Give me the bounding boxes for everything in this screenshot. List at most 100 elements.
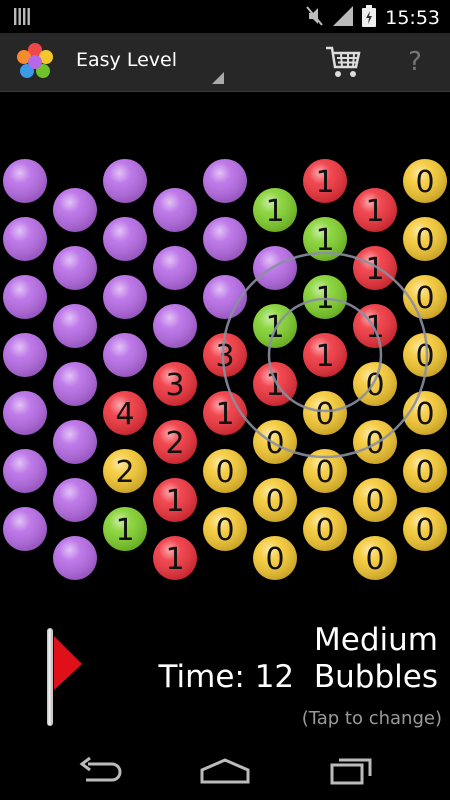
bubble[interactable]: 3 (203, 333, 247, 377)
bubble[interactable]: 0 (303, 391, 347, 435)
bubble-number: 1 (115, 513, 134, 548)
difficulty-label[interactable]: Medium (314, 622, 438, 658)
bubble[interactable]: 0 (303, 449, 347, 493)
flag-icon[interactable] (40, 628, 86, 732)
bubble[interactable] (53, 478, 97, 522)
bubble-shine (103, 159, 147, 203)
bubble-shine (203, 333, 247, 377)
bubble[interactable] (103, 333, 147, 377)
help-button[interactable]: ? (408, 47, 422, 77)
bubble-shine (153, 304, 197, 348)
bubble-shine (353, 246, 397, 290)
bubble[interactable]: 0 (253, 536, 297, 580)
cart-icon[interactable] (325, 45, 361, 83)
bubble[interactable]: 2 (103, 449, 147, 493)
bubble-number: 0 (315, 397, 334, 432)
bubble[interactable] (103, 217, 147, 261)
bubble-shine (53, 362, 97, 406)
bubble-shine (153, 478, 197, 522)
recent-apps-icon[interactable] (330, 756, 374, 790)
bubble[interactable] (53, 304, 97, 348)
bubble[interactable]: 1 (303, 333, 347, 377)
bubble[interactable]: 4 (103, 391, 147, 435)
bubble[interactable]: 0 (403, 275, 447, 319)
bubble[interactable] (3, 159, 47, 203)
bubble[interactable]: 0 (403, 333, 447, 377)
bubble[interactable] (203, 159, 247, 203)
bubble-number: 3 (165, 368, 184, 403)
bubble-shine (103, 449, 147, 493)
bubble[interactable] (3, 333, 47, 377)
flower-icon[interactable] (15, 42, 55, 86)
bubble[interactable]: 1 (203, 391, 247, 435)
bubble[interactable]: 0 (403, 159, 447, 203)
bubble[interactable] (203, 275, 247, 319)
bubble[interactable]: 0 (403, 217, 447, 261)
action-bar: Easy Level ? (0, 33, 450, 92)
back-icon[interactable] (78, 756, 122, 790)
bubble[interactable]: 0 (403, 391, 447, 435)
bubble[interactable]: 1 (353, 246, 397, 290)
bubble[interactable] (153, 246, 197, 290)
bubble[interactable] (3, 507, 47, 551)
bubble[interactable] (53, 188, 97, 232)
bubble-number: 3 (215, 339, 234, 374)
bubble-shine (103, 391, 147, 435)
bubble[interactable] (53, 420, 97, 464)
bubble[interactable]: 0 (303, 507, 347, 551)
bubble[interactable] (103, 275, 147, 319)
bubble[interactable]: 1 (303, 275, 347, 319)
bubble[interactable] (253, 246, 297, 290)
signal-icon (333, 6, 354, 30)
bubble[interactable]: 3 (153, 362, 197, 406)
bubble-shine (53, 246, 97, 290)
bubble-number: 0 (315, 455, 334, 490)
bubble[interactable]: 0 (253, 420, 297, 464)
bubble[interactable]: 1 (353, 188, 397, 232)
bubble[interactable]: 1 (303, 217, 347, 261)
bubble[interactable]: 1 (303, 159, 347, 203)
bubble-number: 1 (265, 194, 284, 229)
bubble-shine (403, 391, 447, 435)
bubble[interactable]: 0 (253, 478, 297, 522)
bubble-shine (253, 478, 297, 522)
bubble[interactable]: 2 (153, 420, 197, 464)
bubble-shine (3, 159, 47, 203)
bubble[interactable] (3, 449, 47, 493)
bubble-shine (203, 449, 247, 493)
bubble[interactable] (53, 536, 97, 580)
mode-label[interactable]: Bubbles (313, 659, 438, 695)
bubble-number: 0 (415, 223, 434, 258)
bubble-shine (53, 188, 97, 232)
bubble[interactable]: 0 (203, 507, 247, 551)
bubble[interactable]: 1 (153, 536, 197, 580)
bubble[interactable] (3, 217, 47, 261)
level-title[interactable]: Easy Level (76, 49, 177, 71)
bubble-number: 0 (265, 484, 284, 519)
bubble[interactable]: 1 (253, 188, 297, 232)
bubble[interactable] (153, 304, 197, 348)
bubble[interactable]: 0 (203, 449, 247, 493)
bubble[interactable] (53, 246, 97, 290)
bubble[interactable] (3, 275, 47, 319)
bubble-number: 0 (415, 513, 434, 548)
bubble[interactable]: 0 (403, 507, 447, 551)
bubble[interactable] (3, 391, 47, 435)
bubble[interactable]: 0 (353, 420, 397, 464)
outer-target-ring (221, 251, 429, 459)
bubble[interactable]: 1 (153, 478, 197, 522)
bubble[interactable] (203, 217, 247, 261)
bubble-shine (53, 304, 97, 348)
bubble-number: 2 (165, 426, 184, 461)
dropdown-corner-icon[interactable] (212, 69, 224, 88)
bubble[interactable] (53, 362, 97, 406)
bubble[interactable] (153, 188, 197, 232)
bubble[interactable]: 1 (103, 507, 147, 551)
bubble[interactable]: 0 (353, 478, 397, 522)
home-icon[interactable] (200, 756, 250, 790)
bubble[interactable]: 0 (403, 449, 447, 493)
bubble[interactable]: 0 (353, 536, 397, 580)
bubble[interactable] (103, 159, 147, 203)
bubble[interactable]: 1 (353, 304, 397, 348)
